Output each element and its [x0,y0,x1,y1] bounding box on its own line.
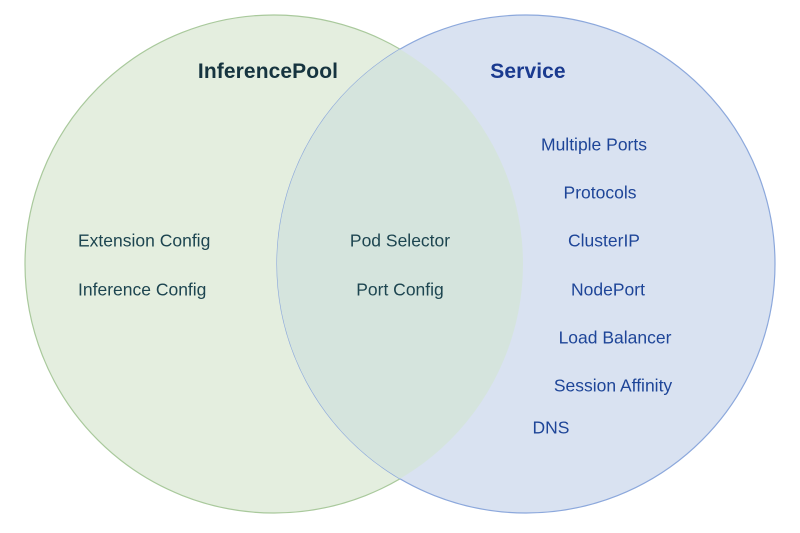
venn-title-inferencepool: InferencePool [197,60,339,83]
venn-item-pod-selector: Pod Selector [349,230,451,251]
venn-item-session-affinity: Session Affinity [553,375,673,396]
venn-item-port-config: Port Config [356,279,444,300]
venn-item-extension-config: Extension Config [78,230,211,251]
venn-item-multiple-ports: Multiple Ports [540,134,648,155]
venn-item-nodeport: NodePort [571,279,645,300]
venn-item-dns: DNS [532,417,570,438]
venn-item-protocols: Protocols [563,182,637,203]
venn-title-service: Service [490,60,566,83]
venn-item-load-balancer: Load Balancer [558,327,672,348]
venn-intersection-region [277,15,523,513]
venn-item-clusterip: ClusterIP [568,230,640,251]
venn-item-inference-config: Inference Config [78,279,207,300]
